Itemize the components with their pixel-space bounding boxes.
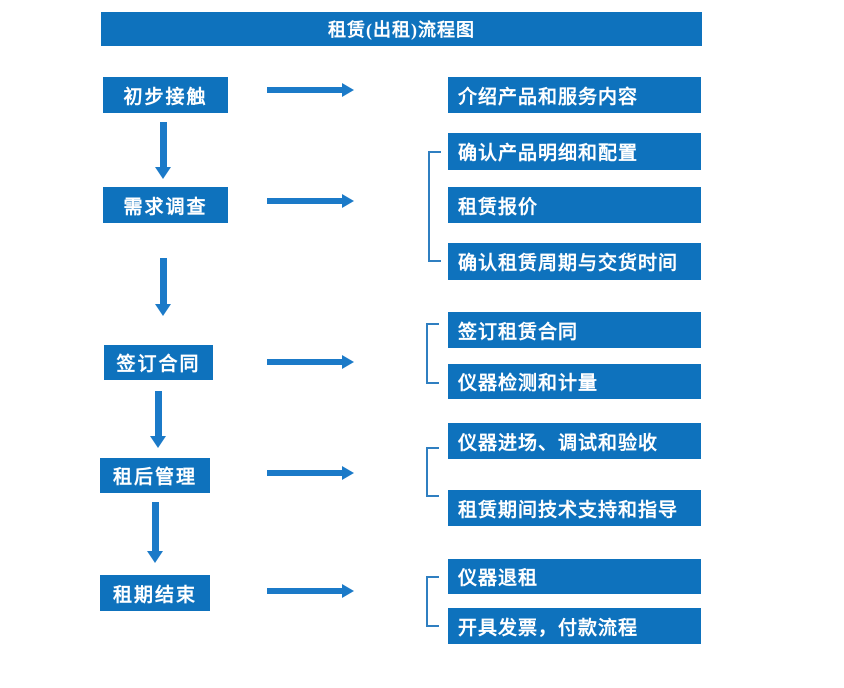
stage-box-rental-end: 租期结束 — [100, 575, 210, 611]
arrow-head-right-icon — [342, 83, 354, 97]
down-arrow-1 — [155, 122, 171, 179]
output-box-confirm-rental-period-delivery: 确认租赁周期与交货时间 — [448, 243, 701, 280]
right-arrow-4 — [267, 466, 354, 480]
stage-box-post-rental-management: 租后管理 — [100, 458, 210, 493]
output-box-instrument-testing-metering: 仪器检测和计量 — [448, 364, 701, 399]
output-box-technical-support-guidance: 租赁期间技术支持和指导 — [448, 490, 701, 526]
output-box-introduce-products-services: 介绍产品和服务内容 — [448, 77, 701, 113]
arrow-shaft — [151, 502, 159, 551]
arrow-shaft — [267, 87, 342, 93]
flowchart-title: 租赁(出租)流程图 — [101, 12, 702, 46]
right-arrow-1 — [267, 83, 354, 97]
group-bracket-rental-end — [426, 576, 439, 627]
right-arrow-2 — [267, 194, 354, 208]
output-box-instrument-setup-acceptance: 仪器进场、调试和验收 — [448, 423, 701, 459]
arrow-head-right-icon — [342, 584, 354, 598]
down-arrow-3 — [150, 391, 166, 448]
group-bracket-demand-survey — [428, 151, 441, 262]
arrow-shaft — [267, 359, 342, 365]
arrow-shaft — [159, 258, 167, 304]
arrow-head-down-icon — [155, 304, 171, 316]
output-box-rental-quotation: 租赁报价 — [448, 187, 701, 223]
group-bracket-post-rental — [426, 447, 439, 497]
arrow-head-down-icon — [147, 551, 163, 563]
down-arrow-4 — [147, 502, 163, 563]
group-bracket-sign-contract — [426, 323, 439, 384]
arrow-shaft — [267, 588, 342, 594]
down-arrow-2 — [155, 258, 171, 316]
arrow-head-down-icon — [155, 167, 171, 179]
output-box-confirm-product-details: 确认产品明细和配置 — [448, 133, 701, 170]
arrow-shaft — [159, 122, 167, 167]
arrow-shaft — [154, 391, 162, 436]
right-arrow-5 — [267, 584, 354, 598]
output-box-invoice-payment-process: 开具发票，付款流程 — [448, 608, 701, 644]
arrow-head-right-icon — [342, 355, 354, 369]
right-arrow-3 — [267, 355, 354, 369]
stage-box-sign-contract: 签订合同 — [104, 345, 213, 380]
arrow-head-right-icon — [342, 194, 354, 208]
output-box-sign-rental-contract: 签订租赁合同 — [448, 312, 701, 348]
output-box-instrument-return: 仪器退租 — [448, 559, 701, 594]
stage-box-demand-survey: 需求调查 — [103, 187, 228, 223]
arrow-head-right-icon — [342, 466, 354, 480]
arrow-shaft — [267, 198, 342, 204]
arrow-head-down-icon — [150, 436, 166, 448]
stage-box-initial-contact: 初步接触 — [103, 77, 228, 113]
arrow-shaft — [267, 470, 342, 476]
